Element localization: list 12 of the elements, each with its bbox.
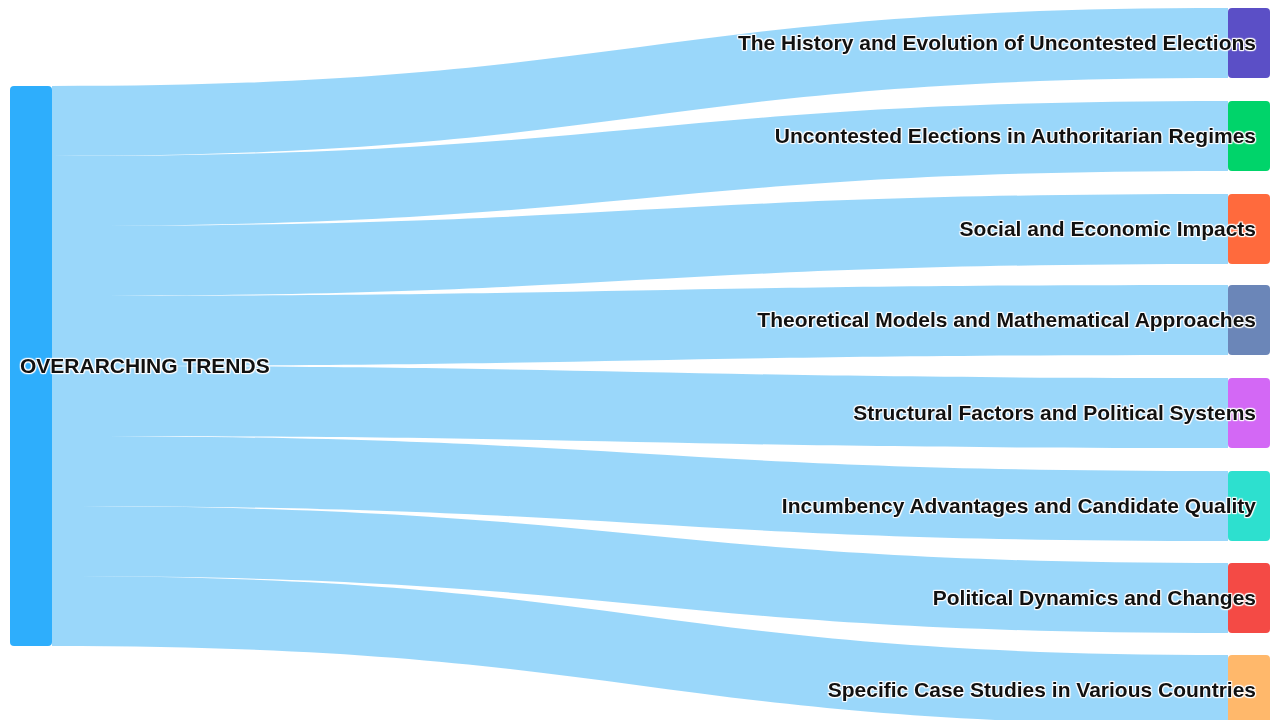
flow-band [52, 194, 1228, 296]
node-label: Theoretical Models and Mathematical Approaches [757, 308, 1256, 332]
flow-band [52, 436, 1228, 541]
flow-band [52, 506, 1228, 633]
flow-band [52, 285, 1228, 366]
flow-band [52, 366, 1228, 448]
node-label: Structural Factors and Political Systems [853, 401, 1256, 425]
node-label: Incumbency Advantages and Candidate Quality [781, 494, 1256, 518]
flow-band [52, 101, 1228, 226]
flow-band [52, 8, 1228, 156]
node-label: OVERARCHING TRENDS [20, 354, 270, 378]
flow-band [52, 576, 1228, 720]
